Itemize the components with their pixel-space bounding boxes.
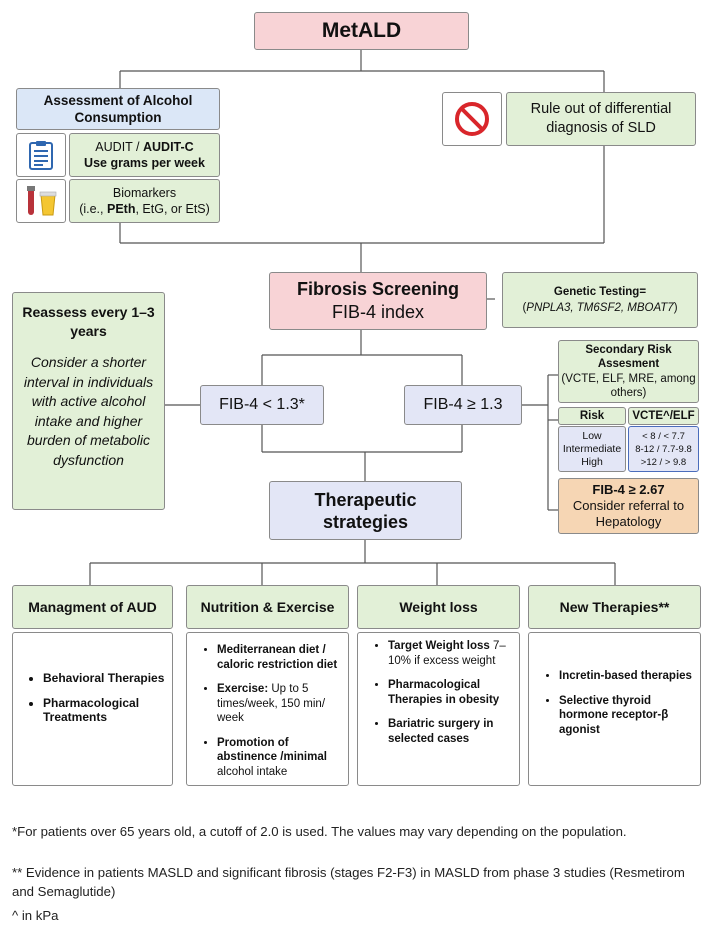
list-item: Behavioral Therapies	[43, 671, 166, 686]
col-aud-body: Behavioral Therapies Pharmacological Tre…	[12, 632, 173, 786]
biomarkers-box: Biomarkers (i.e., PEth, EtG, or EtS)	[69, 179, 220, 223]
footnote-3: ^ in kPa	[12, 908, 59, 923]
genetic-testing-box: Genetic Testing= (PNPLA3, TM6SF2, MBOAT7…	[502, 272, 698, 328]
referral-body: Consider referral to Hepatology	[572, 498, 685, 529]
list-item: Incretin-based therapies	[559, 669, 694, 684]
prohibited-icon	[455, 102, 489, 136]
list-item: Pharmacological Treatments	[43, 696, 166, 725]
list-item: Mediterranean diet / caloric restriction…	[217, 643, 342, 672]
fib4-high-box: FIB-4 ≥ 1.3	[404, 385, 522, 425]
risk-levels-cell: Low Intermediate High	[558, 426, 626, 472]
vcte-intermediate: 8-12 / 7.7-9.8	[635, 443, 692, 455]
vcte-header: VCTE^/ELF	[628, 407, 699, 425]
risk-header: Risk	[558, 407, 626, 425]
list-item: Pharmacological Therapies in obesity	[388, 678, 513, 707]
audit-line2: Use grams per week	[84, 156, 205, 170]
metald-title: MetALD	[321, 19, 402, 42]
genetic-title: Genetic Testing=	[553, 286, 647, 298]
footnote-2: ** Evidence in patients MASLD and signif…	[12, 865, 685, 899]
ruleout-text: Rule out of differential diagnosis of SL…	[530, 101, 672, 136]
vcte-low: < 8 / < 7.7	[642, 430, 685, 442]
audit-line1: AUDIT / AUDIT-C	[95, 140, 194, 154]
fibrosis-title: Fibrosis Screening	[296, 279, 460, 299]
secondary-title: Secondary Risk Assesment	[585, 343, 672, 371]
col-nutrition-header: Nutrition & Exercise	[186, 585, 349, 629]
assessment-title: Assessment of Alcohol Consumption	[43, 93, 193, 125]
list-item: Exercise: Up to 5 times/week, 150 min/ w…	[217, 682, 342, 726]
secondary-risk-box: Secondary Risk Assesment (VCTE, ELF, MRE…	[558, 340, 699, 403]
vcte-high: >12 / > 9.8	[640, 456, 687, 468]
therapeutic-box: Therapeutic strategies	[269, 481, 462, 540]
reassess-body: Consider a shorter interval in individua…	[23, 354, 154, 468]
fib4-low-box: FIB-4 < 1.3*	[200, 385, 324, 425]
reassess-title: Reassess every 1–3 years	[22, 304, 155, 339]
assessment-title-box: Assessment of Alcohol Consumption	[16, 88, 220, 130]
biomarker-icon-box	[16, 179, 66, 223]
genetic-genes: (PNPLA3, TM6SF2, MBOAT7)	[522, 302, 678, 314]
test-tube-icon	[27, 186, 57, 216]
risk-intermediate: Intermediate	[562, 442, 622, 455]
fibrosis-screening-box: Fibrosis Screening FIB-4 index	[269, 272, 487, 330]
col-weight-header: Weight loss	[357, 585, 520, 629]
list-item: Selective thyroid hormone receptor-β ago…	[559, 694, 694, 738]
metald-title-box: MetALD	[254, 12, 469, 50]
list-item: Promotion of abstinence /minimal alcohol…	[217, 736, 342, 780]
list-item: Bariatric surgery in selected cases	[388, 717, 513, 746]
clipboard-icon	[29, 141, 53, 170]
referral-title: FIB-4 ≥ 2.67	[592, 482, 665, 497]
fib4-low-label: FIB-4 < 1.3*	[219, 396, 305, 413]
referral-box: FIB-4 ≥ 2.67 Consider referral to Hepato…	[558, 478, 699, 534]
audit-box: AUDIT / AUDIT-C Use grams per week	[69, 133, 220, 177]
col-newtherapies-body: Incretin-based therapies Selective thyro…	[528, 632, 701, 786]
risk-high: High	[581, 455, 603, 468]
col-aud-header: Managment of AUD	[12, 585, 173, 629]
secondary-body: (VCTE, ELF, MRE, among others)	[561, 372, 696, 400]
fib4-high-label: FIB-4 ≥ 1.3	[423, 396, 503, 413]
clipboard-icon-box	[16, 133, 66, 177]
ruleout-box: Rule out of differential diagnosis of SL…	[506, 92, 696, 146]
col-weight-body: Target Weight loss 7–10% if excess weigh…	[357, 632, 520, 786]
vcte-values-cell: < 8 / < 7.7 8-12 / 7.7-9.8 >12 / > 9.8	[628, 426, 699, 472]
col-nutrition-body: Mediterranean diet / caloric restriction…	[186, 632, 349, 786]
therapeutic-title: Therapeutic strategies	[314, 489, 417, 532]
risk-low: Low	[582, 429, 602, 442]
list-item: Target Weight loss 7–10% if excess weigh…	[388, 639, 513, 668]
col-newtherapies-header: New Therapies**	[528, 585, 701, 629]
reassess-box: Reassess every 1–3 years Consider a shor…	[12, 292, 165, 510]
fibrosis-subtitle: FIB-4 index	[331, 302, 425, 322]
biomarkers-line1: Biomarkers	[112, 186, 177, 200]
prohibited-icon-box	[442, 92, 502, 146]
biomarkers-line2: (i.e., PEth, EtG, or EtS)	[79, 202, 210, 216]
footnote-1: *For patients over 65 years old, a cutof…	[12, 824, 627, 839]
